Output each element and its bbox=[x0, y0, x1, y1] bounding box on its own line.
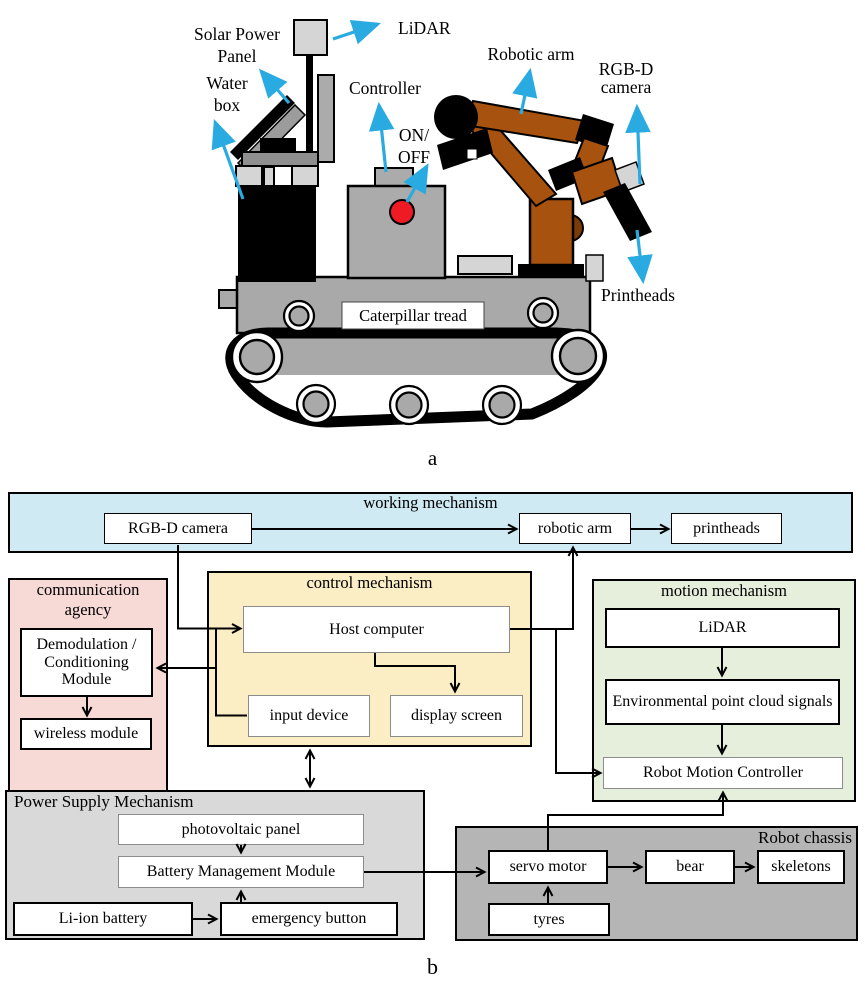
box-emergency-button: emergency button bbox=[220, 902, 398, 936]
hull-inner bbox=[250, 333, 578, 375]
box-photovoltaic-panel: photovoltaic panel bbox=[118, 814, 364, 845]
rgbd-arrow bbox=[625, 103, 651, 185]
lidar-mast bbox=[306, 53, 313, 163]
label-on: ON/ bbox=[399, 125, 429, 145]
water-arrow bbox=[211, 118, 245, 200]
label-solar-panel: Panel bbox=[218, 46, 257, 66]
box-robot-motion-controller: Robot Motion Controller bbox=[603, 757, 843, 789]
label-robotic-arm: Robotic arm bbox=[488, 44, 575, 64]
box-demodulation-module: Demodulation / Conditioning Module bbox=[20, 628, 153, 697]
controller-box bbox=[346, 184, 447, 280]
label-rgbd-camera: camera bbox=[601, 77, 652, 97]
controller-tab bbox=[374, 167, 414, 188]
box-wireless-module: wireless module bbox=[20, 718, 152, 750]
antenna-bar bbox=[317, 74, 335, 163]
box-env-signals: Environmental point cloud signals bbox=[605, 679, 840, 725]
arm-joint-mark bbox=[466, 148, 478, 160]
onoff-arrow bbox=[403, 163, 429, 203]
controller-arrow bbox=[368, 101, 395, 173]
label-lidar: LiDAR bbox=[398, 18, 451, 38]
part-a-labels: Solar Power Panel LiDAR Water box Contro… bbox=[194, 18, 675, 305]
solar-panel-edge bbox=[230, 95, 295, 160]
box-lidar: LiDAR bbox=[605, 608, 840, 648]
printhead-unit bbox=[603, 183, 652, 241]
wheels bbox=[230, 296, 606, 426]
communication-agency-region bbox=[8, 578, 168, 828]
water-box-cap bbox=[241, 151, 319, 167]
arm-shoulder-joint bbox=[434, 95, 478, 139]
caption-a: a bbox=[427, 446, 438, 470]
printheads-arrow bbox=[627, 229, 653, 285]
collar-block-left bbox=[235, 165, 263, 187]
water-box bbox=[238, 186, 316, 282]
box-tyres: tyres bbox=[488, 903, 610, 936]
label-rgbd: RGB-D bbox=[599, 59, 653, 79]
deck-block bbox=[457, 255, 513, 275]
deck-block-small bbox=[585, 254, 604, 282]
hull-left-tab bbox=[218, 289, 238, 309]
box-skeletons: skeletons bbox=[757, 850, 845, 884]
box-display-screen: display screen bbox=[390, 695, 523, 737]
tread-label: Caterpillar tread bbox=[359, 306, 467, 325]
communication-agency-title-1: communication bbox=[36, 580, 140, 599]
box-rgbd-camera: RGB-D camera bbox=[104, 513, 252, 544]
arm-base-plate bbox=[518, 264, 584, 278]
box-robotic-arm: robotic arm bbox=[519, 513, 631, 544]
arm-base-column bbox=[528, 197, 575, 267]
working-mechanism-title: working mechanism bbox=[363, 493, 498, 512]
label-solar-power: Solar Power bbox=[194, 24, 280, 44]
label-printheads: Printheads bbox=[601, 285, 675, 305]
box-host-computer: Host computer bbox=[243, 606, 510, 653]
arm-wrist-wedge bbox=[548, 157, 588, 191]
box-liion-battery: Li-ion battery bbox=[13, 902, 193, 936]
tread-label-box bbox=[341, 301, 485, 330]
lidar-arrow bbox=[332, 19, 382, 45]
label-water-box: box bbox=[214, 95, 241, 115]
box-battery-management: Battery Management Module bbox=[118, 856, 364, 888]
robot-chassis-title: Robot chassis bbox=[758, 828, 852, 847]
motion-mechanism-title: motion mechanism bbox=[660, 581, 788, 600]
power-supply-title: Power Supply Mechanism bbox=[14, 792, 194, 811]
communication-agency-title-2: agency bbox=[64, 600, 112, 619]
collar-block-mid bbox=[263, 166, 275, 187]
lidar-unit bbox=[293, 19, 328, 56]
box-servo-motor: servo motor bbox=[488, 850, 608, 884]
box-input-device: input device bbox=[248, 695, 370, 737]
collar-block-right bbox=[291, 165, 319, 187]
label-off: OFF bbox=[398, 147, 430, 167]
power-button bbox=[389, 199, 415, 225]
caption-b: b bbox=[427, 954, 438, 979]
label-water: Water bbox=[206, 73, 248, 93]
robotic-arm-arrow bbox=[512, 67, 538, 115]
robot-illustration: Caterpillar tread Solar Power Panel LiDA… bbox=[194, 18, 675, 428]
box-printheads: printheads bbox=[671, 513, 782, 544]
box-bear: bear bbox=[645, 850, 735, 884]
callout-arrows bbox=[211, 19, 653, 285]
label-controller: Controller bbox=[349, 78, 421, 98]
control-mechanism-title: control mechanism bbox=[306, 573, 433, 592]
arm-shoulder-wedge bbox=[437, 128, 493, 170]
solar-arrow bbox=[258, 68, 291, 105]
